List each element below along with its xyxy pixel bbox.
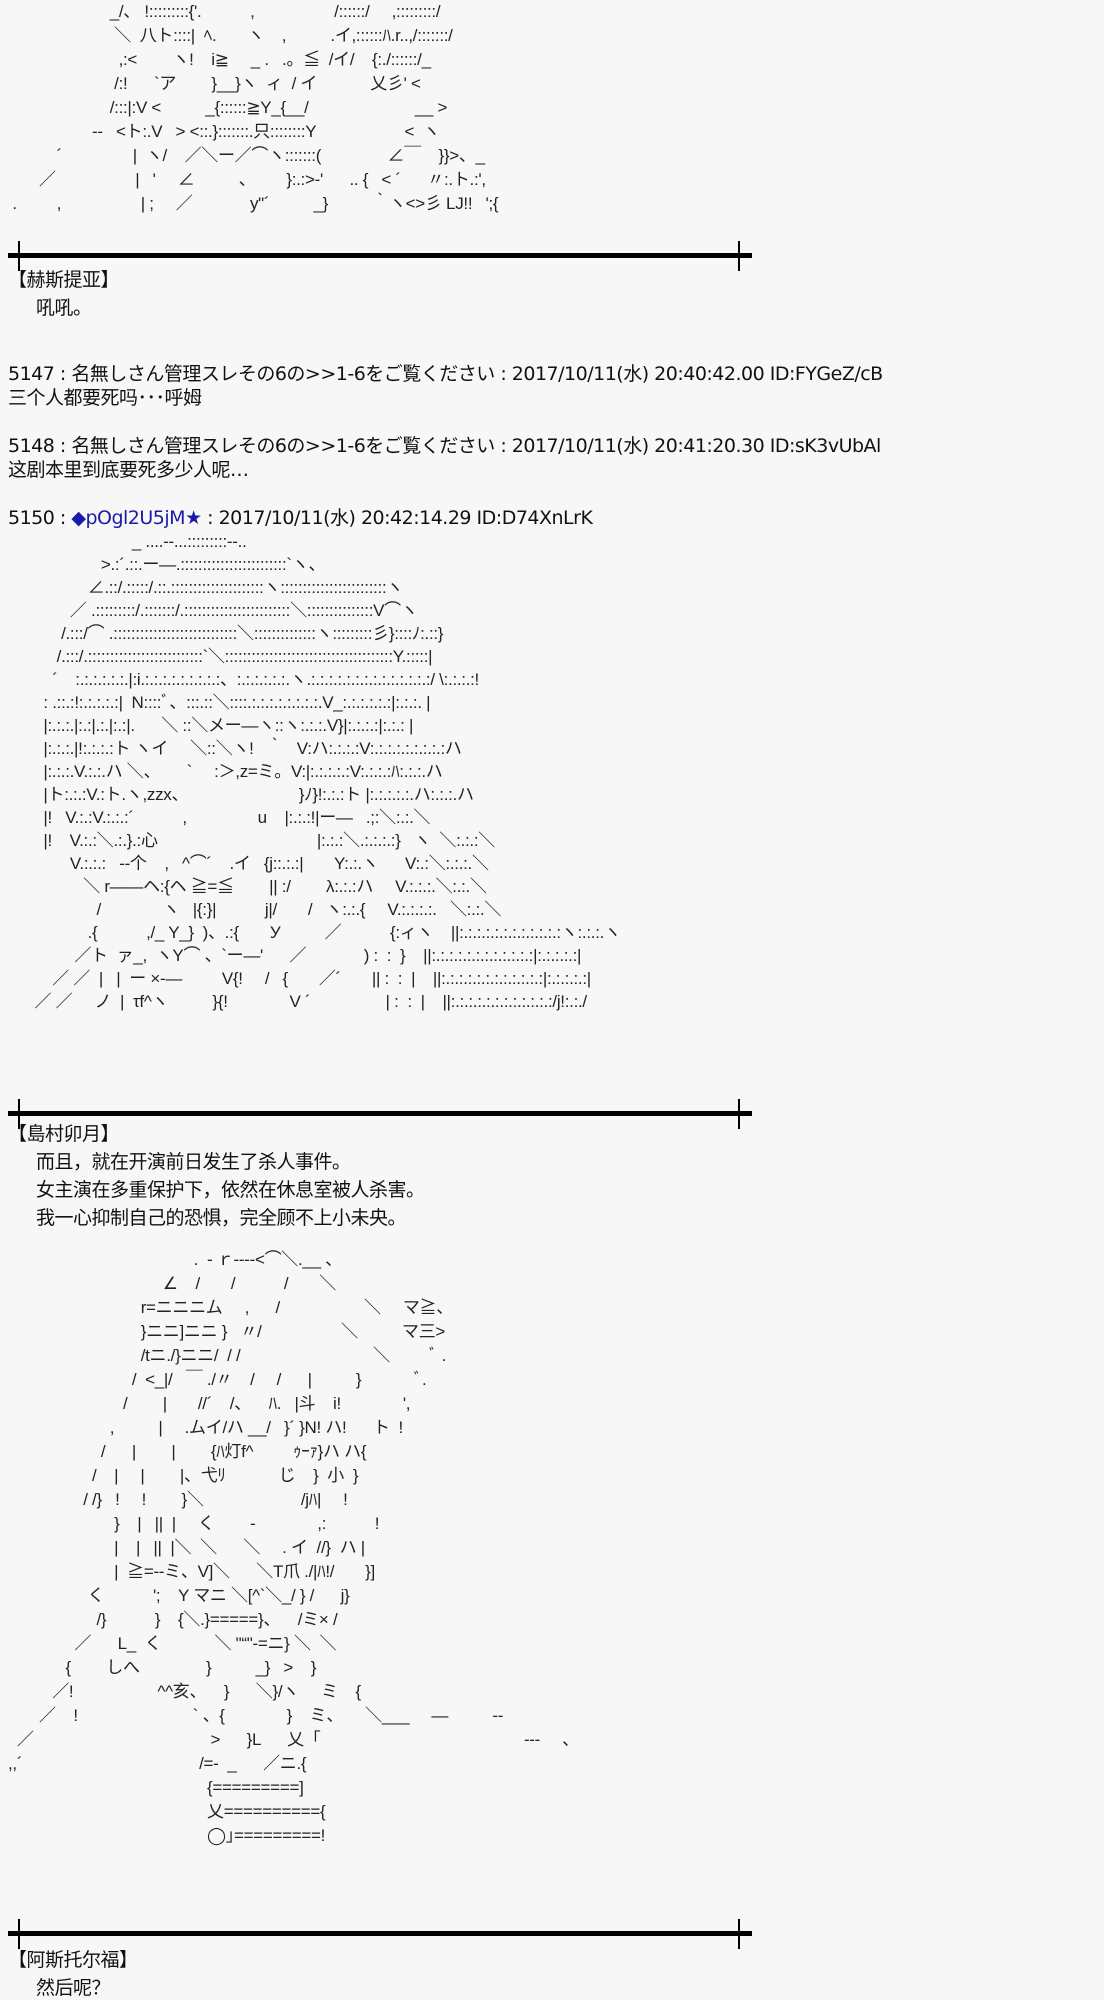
dialogue-line: 吼吼。 [36,297,92,319]
reply-header: 5148 : 名無しさん管理スレその6の>>1-6をご覧ください : 2017/… [8,435,881,457]
dialogue-line: 我一心抑制自己的恐惧，完全顾不上小未央。 [36,1207,407,1229]
dialogue-line: 而且，就在开演前日发生了杀人事件。 [36,1151,351,1173]
separator [8,1099,752,1129]
dialogue-line: 女主演在多重保护下，依然在休息室被人杀害。 [36,1179,425,1201]
dialogue-line: 然后呢？ [36,1977,111,1999]
reply-header: 5147 : 名無しさん管理スレその6の>>1-6をご覧ください : 2017/… [8,363,883,385]
ascii-art-3: . - ｒ----<⌒＼.__ 、 ∠ / / / ＼ r=ニニニム , / ＼… [8,1250,579,1845]
separator [8,241,752,271]
post-meta: : 2017/10/11(水) 20:42:14.29 ID:D74XnLrK [201,507,593,529]
reply-body: 这剧本里到底要死多少人呢… [8,459,249,481]
reply-body: 三个人都要死吗･･･呼姆 [8,387,202,409]
speaker-name: 【阿斯托尔福】 [8,1949,138,1971]
speaker-name: 【島村卯月】 [8,1123,120,1145]
ascii-art-2: _ ....-‐...:::::::::--.. >.:´.::.ー―.::::… [34,532,622,1011]
author-post-header: 5150 : ◆pOgl2U5jM★ : 2017/10/11(水) 20:42… [8,506,593,530]
author-trip: ◆pOgl2U5jM★ [71,507,202,529]
post-number: 5150 : [8,507,72,529]
speaker-name: 【赫斯提亚】 [8,269,120,291]
ascii-art-1: _/、 !:::::::::{'. , /::::::/ ,:::::::::/… [12,2,499,213]
separator [8,1919,752,1949]
